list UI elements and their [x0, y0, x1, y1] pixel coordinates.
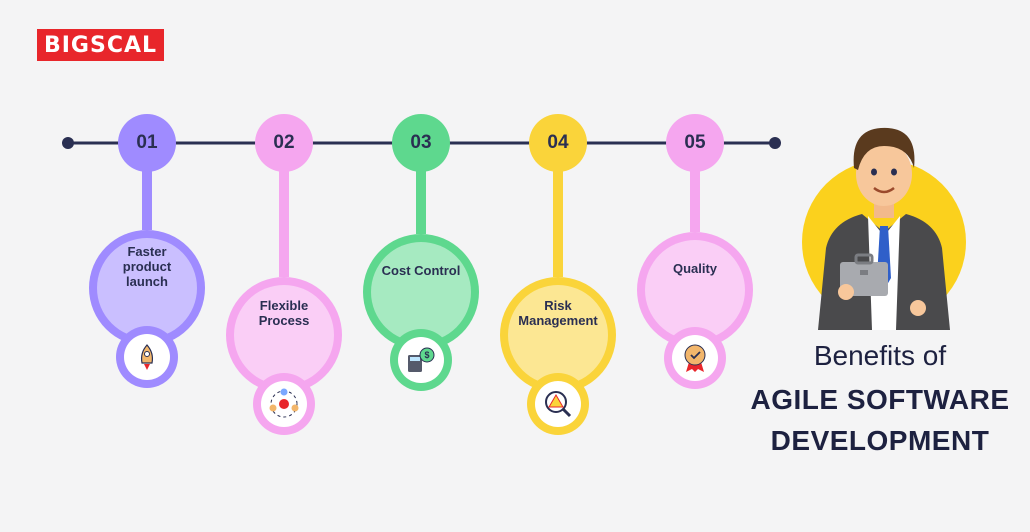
timeline-end-dot: [769, 137, 781, 149]
step-number: 02: [273, 132, 295, 153]
step-label: Faster product launch: [122, 243, 172, 289]
step-number: 03: [410, 132, 432, 153]
right-hand: [910, 300, 926, 316]
badge-icon: [684, 344, 706, 372]
step-benefit-circle-inner: [508, 285, 608, 385]
step-number-circle: [118, 114, 176, 172]
step-5: [637, 114, 753, 389]
step-benefit-circle-inner: [371, 242, 471, 342]
step-1: [89, 114, 205, 388]
step-label: Cost Control: [381, 262, 461, 278]
heading-line-2: AGILE SOFTWARE: [750, 384, 1010, 415]
step-label: Quality: [672, 260, 718, 276]
step-benefit-circle-inner: [97, 238, 197, 338]
briefcase-clasp: [860, 270, 868, 275]
hair: [853, 127, 915, 170]
step-3: $: [363, 114, 479, 391]
step-4: [500, 114, 616, 435]
calculator-money-icon: $: [408, 347, 435, 372]
left-eye: [871, 168, 877, 176]
heading-line-1: Benefits of: [813, 340, 947, 371]
step-benefit-circle-inner: [645, 240, 745, 340]
step-benefit-circle-inner: [234, 285, 334, 385]
step-label: Flexible Process: [258, 298, 310, 328]
step-number: 04: [547, 132, 569, 153]
step-2: [226, 114, 342, 435]
heading-line-3: DEVELOPMENT: [770, 425, 990, 456]
step-label: Risk Management: [518, 298, 598, 328]
step-number-circle: [666, 114, 724, 172]
timeline-start-dot: [62, 137, 74, 149]
step-number-circle: [529, 114, 587, 172]
businessman-illustration: [802, 127, 966, 330]
face: [856, 142, 912, 206]
gear-cycle-icon: [269, 388, 299, 418]
svg-text:$: $: [424, 350, 429, 360]
rocket-icon: [140, 344, 154, 370]
step-number: 01: [136, 132, 158, 153]
step-number: 05: [684, 132, 706, 153]
brand-logo: BIGSCAL: [37, 29, 164, 61]
smile: [873, 186, 895, 194]
step-number-circle: [255, 114, 313, 172]
left-hand: [838, 284, 854, 300]
warning-search-icon: [545, 391, 572, 418]
right-eye: [891, 168, 897, 176]
step-number-circle: [392, 114, 450, 172]
briefcase-handle: [854, 253, 874, 265]
